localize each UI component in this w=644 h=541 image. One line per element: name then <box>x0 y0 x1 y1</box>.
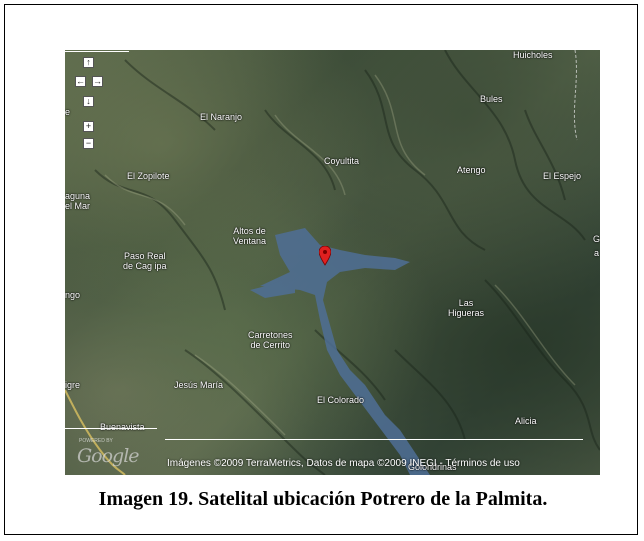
zoom-in-button[interactable]: + <box>83 121 94 132</box>
map-label-el-colorado: El Colorado <box>317 395 365 405</box>
map-label-golondrinas: Golondrinas <box>408 462 457 472</box>
map-label-huicholes: Huicholes <box>513 50 553 60</box>
map-label-carretones: Carretones de Cerrito <box>248 330 293 350</box>
figure-frame: Huicholes Bules El Naranjo Coyultita El … <box>4 4 638 535</box>
top-scale-line <box>65 51 129 52</box>
map-label-altos-de-ventana: Altos de Ventana <box>233 226 267 246</box>
pan-up-button[interactable]: ↑ <box>83 57 94 68</box>
figure-caption: Imagen 19. Satelital ubicación Potrero d… <box>98 488 548 510</box>
map-label-atengo: Atengo <box>457 165 486 175</box>
pan-down-button[interactable]: ↓ <box>83 96 94 107</box>
map-label-a-edge: a <box>594 248 600 258</box>
map-label-igre: igre <box>65 380 81 390</box>
map-label-alicia: Alicia <box>515 416 537 426</box>
map-label-buenavista: Buenavista <box>100 422 145 432</box>
scale-bar-line <box>65 428 157 429</box>
map-attribution[interactable]: Imágenes ©2009 TerraMetrics, Datos de ma… <box>167 458 520 469</box>
pan-right-button[interactable]: → <box>92 76 103 87</box>
map-label-bules: Bules <box>480 94 503 104</box>
terrain-layer <box>65 50 600 475</box>
map-label-coyultita: Coyultita <box>324 156 360 166</box>
map-label-ngo: ngo <box>65 290 81 300</box>
map-label-g-edge: G <box>593 234 600 244</box>
map-label-el-naranjo: El Naranjo <box>200 112 243 122</box>
location-marker-icon[interactable] <box>319 246 331 266</box>
map-label-laguna: aguna el Mar <box>65 191 91 211</box>
map-label-e-edge: e <box>65 107 71 117</box>
map-label-paso-real: Paso Real de Cag ipa <box>123 251 167 271</box>
map-label-jesus-maria: Jesús María <box>174 380 224 390</box>
google-logo[interactable]: Google <box>77 445 140 467</box>
satellite-map[interactable]: Huicholes Bules El Naranjo Coyultita El … <box>65 50 600 475</box>
pan-left-button[interactable]: ← <box>75 76 86 87</box>
map-label-el-zopilote: El Zopilote <box>127 171 170 181</box>
map-label-el-espejo: El Espejo <box>543 171 582 181</box>
zoom-out-button[interactable]: − <box>83 138 94 149</box>
powered-by-text: POWERED BY <box>79 438 113 444</box>
map-label-las-higueras: Las Higueras <box>448 298 485 318</box>
attribution-divider-line <box>165 439 583 440</box>
